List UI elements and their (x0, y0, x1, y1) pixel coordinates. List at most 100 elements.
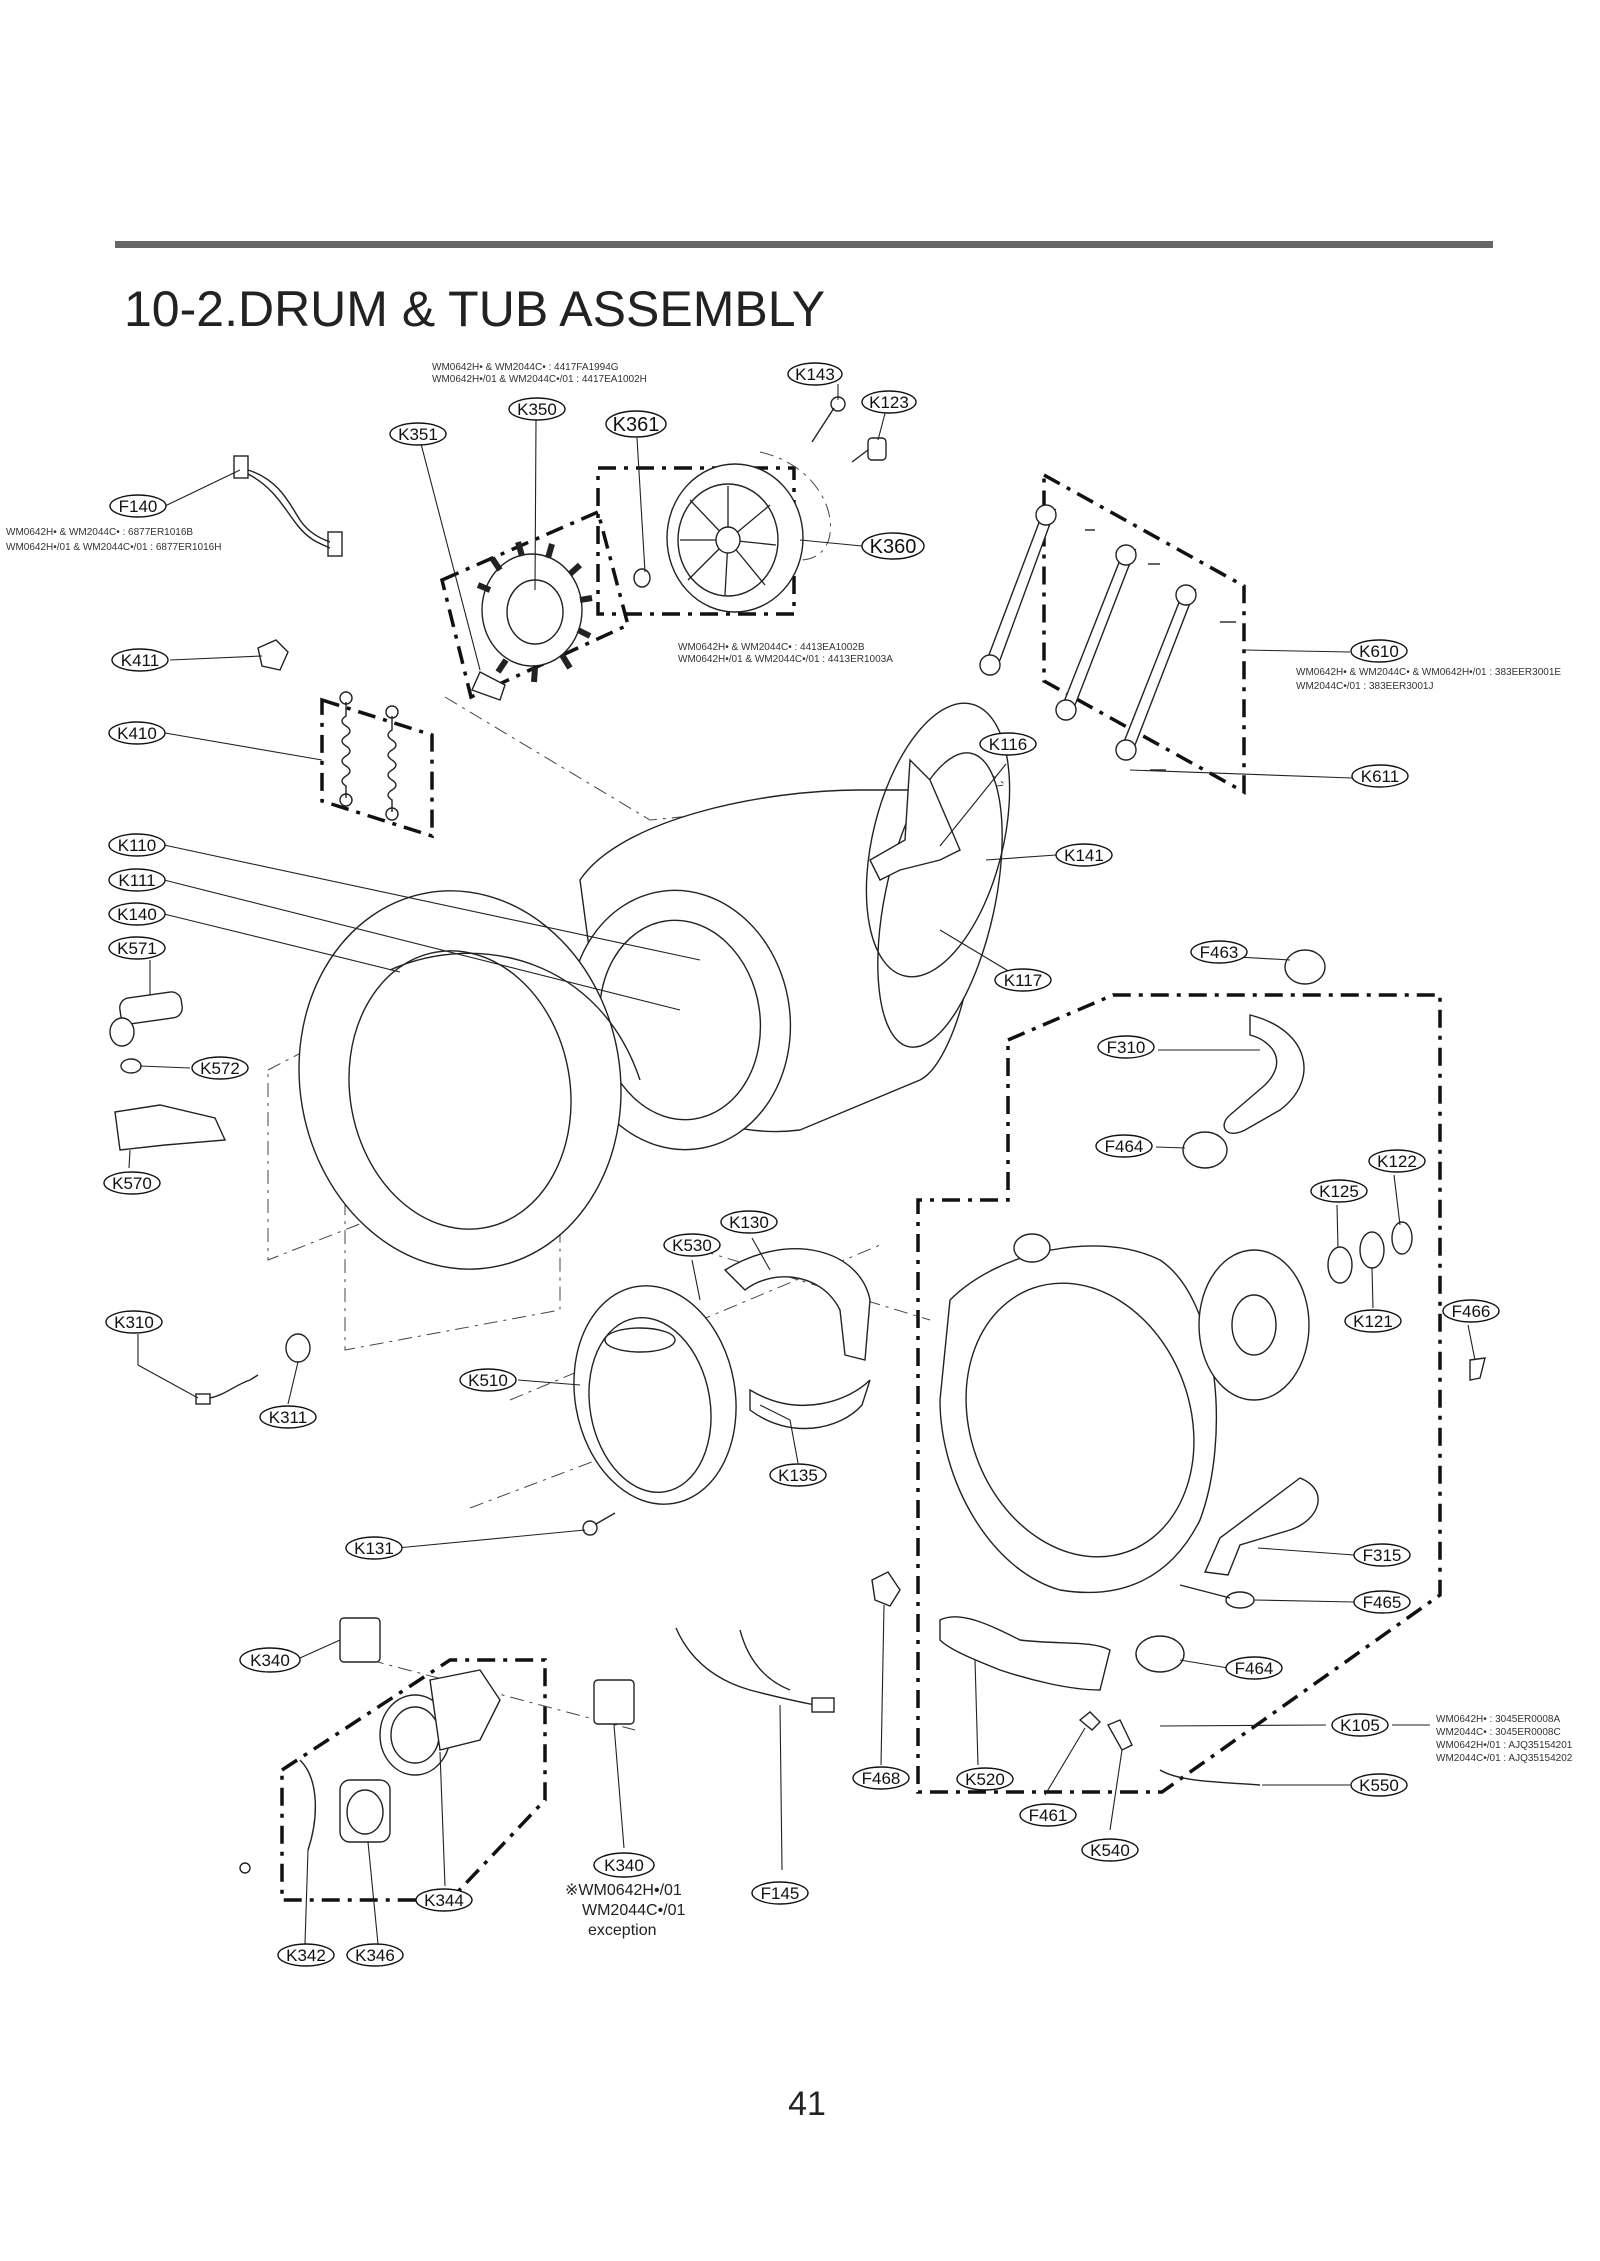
svg-text:K571: K571 (117, 939, 157, 958)
svg-text:F140: F140 (119, 497, 158, 516)
svg-text:F465: F465 (1363, 1593, 1402, 1612)
label-K125: K125 (1310, 1179, 1368, 1203)
label-F466: F466 (1442, 1299, 1500, 1323)
page-number: 41 (788, 2085, 826, 2123)
f140-harness-part (233, 455, 343, 557)
svg-text:K550: K550 (1359, 1776, 1399, 1795)
label-K411: K411 (111, 648, 169, 672)
label-F145: F145 (751, 1881, 809, 1905)
k570-elbow-part (114, 1104, 227, 1151)
construction-line (369, 1659, 636, 1731)
label-K131: K131 (345, 1536, 403, 1560)
label-K122: K122 (1368, 1149, 1426, 1173)
note-k350-line1: WM0642H• & WM2044C• : 4417FA1994G (432, 362, 619, 373)
svg-text:K510: K510 (468, 1371, 508, 1390)
note-k360-line1: WM0642H• & WM2044C• : 4413EA1002B (678, 642, 865, 653)
svg-text:K123: K123 (869, 393, 909, 412)
k571-connector-part (109, 991, 183, 1047)
construction-line (699, 1249, 931, 1321)
k311-grommet-part (285, 1333, 311, 1363)
label-K117: K117 (994, 968, 1052, 992)
label-K520: K520 (956, 1767, 1014, 1791)
k410-spring-part (339, 691, 399, 821)
svg-text:K141: K141 (1064, 846, 1104, 865)
svg-text:F468: F468 (862, 1769, 901, 1788)
k572-clamp-part (120, 1058, 142, 1074)
k340-pump-part (339, 1617, 635, 1843)
label-F465: F465 (1353, 1590, 1411, 1614)
svg-text:K351: K351 (398, 425, 438, 444)
label-K570: K570 (103, 1171, 161, 1195)
k342-wire-part (299, 1759, 316, 1851)
k125-bearing-part (1327, 1246, 1353, 1284)
svg-text:K131: K131 (354, 1539, 394, 1558)
label-F315: F315 (1353, 1543, 1411, 1567)
f468-clip-part (871, 1571, 901, 1607)
leader-lines (128, 384, 1476, 1945)
label-K130: K130 (720, 1210, 778, 1234)
label-K311: K311 (259, 1405, 317, 1429)
svg-text:K340: K340 (604, 1856, 644, 1875)
svg-text:K122: K122 (1377, 1152, 1417, 1171)
f145-harness-part (675, 1627, 835, 1713)
svg-text:K344: K344 (424, 1891, 464, 1910)
note-k105-line1: WM0642H• : 3045ER0008A (1436, 1714, 1560, 1725)
note-k610-line2: WM2044C•/01 : 383EER3001J (1296, 681, 1433, 692)
svg-text:K311: K311 (269, 1408, 307, 1427)
svg-text:K570: K570 (112, 1174, 152, 1193)
label-F463: F463 (1190, 940, 1248, 964)
label-K344: K344 (415, 1888, 473, 1912)
label-K135: K135 (769, 1463, 827, 1487)
header-rule (115, 241, 1493, 248)
k351-clip-part (471, 671, 506, 701)
k135-weight-part (749, 1379, 871, 1430)
k131-screw-part (582, 1512, 616, 1536)
k141-seal-part (865, 702, 1011, 978)
k360-belt-outline (759, 451, 832, 561)
note-k360-line2: WM0642H•/01 & WM2044C•/01 : 4413ER1003A (678, 654, 893, 665)
svg-text:F315: F315 (1363, 1546, 1402, 1565)
label-K360: K360 (861, 532, 925, 560)
label-K611: K611 (1351, 764, 1409, 788)
k361-nut-part (633, 568, 651, 588)
label-K610: K610 (1350, 639, 1408, 663)
f466-clip-part (1469, 1357, 1486, 1381)
k122-seal-part (1391, 1221, 1413, 1255)
svg-text:K611: K611 (1361, 767, 1399, 786)
note-k105-line4: WM2044C•/01 : AJQ35154202 (1436, 1753, 1573, 1764)
svg-text:F310: F310 (1107, 1038, 1146, 1057)
label-K351: K351 (389, 422, 447, 446)
label-F468: F468 (852, 1766, 910, 1790)
svg-text:K105: K105 (1340, 1716, 1380, 1735)
label-K410: K410 (108, 721, 166, 745)
k121-bearing-part (1359, 1231, 1385, 1269)
k140-tub-front-part (298, 890, 641, 1270)
svg-text:K130: K130 (729, 1213, 769, 1232)
svg-text:F464: F464 (1235, 1659, 1274, 1678)
note-k105-line3: WM0642H•/01 : AJQ35154201 (1436, 1740, 1573, 1751)
label-K123: K123 (861, 390, 917, 414)
k123-bolt-part (851, 437, 887, 463)
label-F461: F461 (1019, 1803, 1077, 1827)
construction-line (469, 1439, 651, 1509)
note-k340-line1: ※WM0642H•/01 (565, 1882, 682, 1899)
note-k105-line2: WM2044C• : 3045ER0008C (1436, 1727, 1561, 1738)
k360-pulley-inner (677, 483, 779, 597)
label-K540: K540 (1081, 1838, 1139, 1862)
label-K110: K110 (108, 833, 166, 857)
svg-text:K520: K520 (965, 1770, 1005, 1789)
k310-sensor-part (195, 1374, 259, 1405)
label-K510: K510 (459, 1368, 517, 1392)
label-K340-top: K340 (239, 1647, 301, 1673)
k350-spider-part (481, 553, 583, 667)
label-K346: K346 (346, 1943, 404, 1967)
svg-text:K350: K350 (517, 400, 557, 419)
label-K310: K310 (105, 1310, 163, 1334)
tub-rear-part (939, 1233, 1310, 1594)
label-F310: F310 (1097, 1035, 1155, 1059)
svg-text:F464: F464 (1105, 1137, 1144, 1156)
k350-group-box (439, 509, 631, 700)
k611-pin-part (1085, 529, 1236, 771)
note-f140-line1: WM0642H• & WM2044C• : 6877ER1016B (6, 527, 193, 538)
